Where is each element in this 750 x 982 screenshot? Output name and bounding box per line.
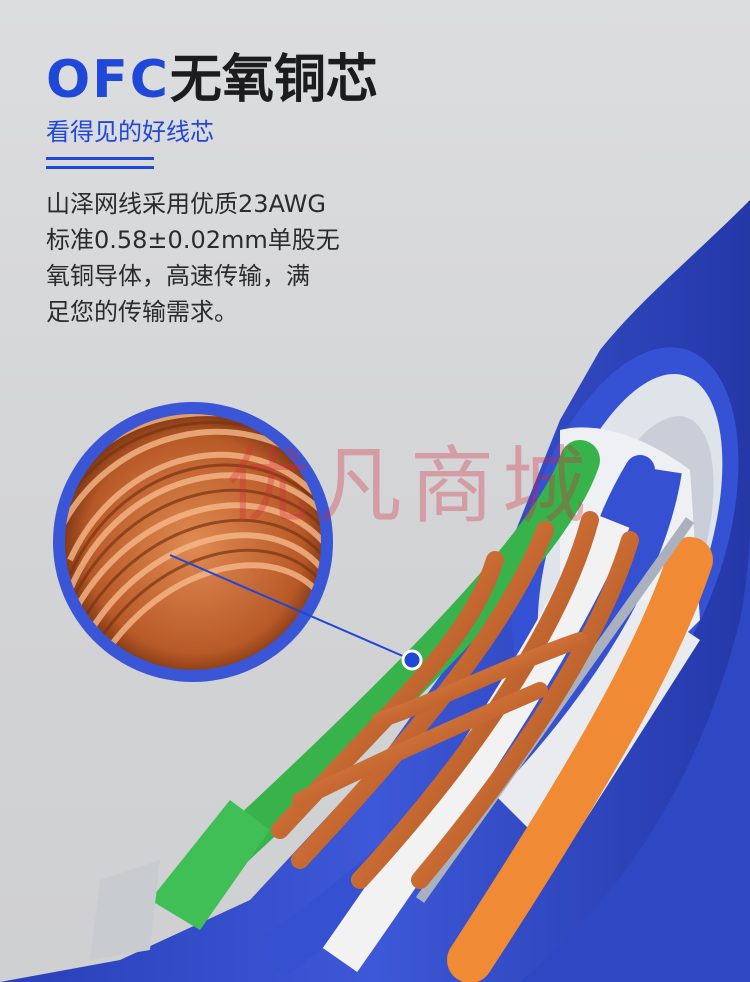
description-line: 标准0.58±0.02mm单股无 [46, 226, 340, 254]
divider-line [46, 166, 154, 169]
cable-jacket-outer [520, 150, 750, 982]
description-line: 山泽网线采用优质23AWG [46, 190, 326, 218]
title-accent: OFC [46, 50, 170, 110]
subtitle: 看得见的好线芯 [46, 118, 214, 146]
description: 山泽网线采用优质23AWG 标准0.58±0.02mm单股无 氧铜导体，高速传输… [46, 186, 376, 330]
orange-wire [447, 537, 713, 982]
title-rest: 无氧铜芯 [169, 50, 378, 110]
copper-conductor [411, 531, 639, 889]
copper-conductor [351, 511, 599, 889]
callout-pointer-dot [401, 649, 423, 671]
description-line: 氧铜导体，高速传输，满 [46, 262, 310, 290]
callout-pointer-line [169, 554, 413, 661]
copper-conductor [291, 521, 554, 869]
page-title: OFC无氧铜芯 [46, 48, 378, 112]
description-line: 足您的传输需求。 [46, 298, 238, 326]
divider-line [46, 157, 154, 160]
watermark: 优凡商城 [226, 437, 595, 535]
